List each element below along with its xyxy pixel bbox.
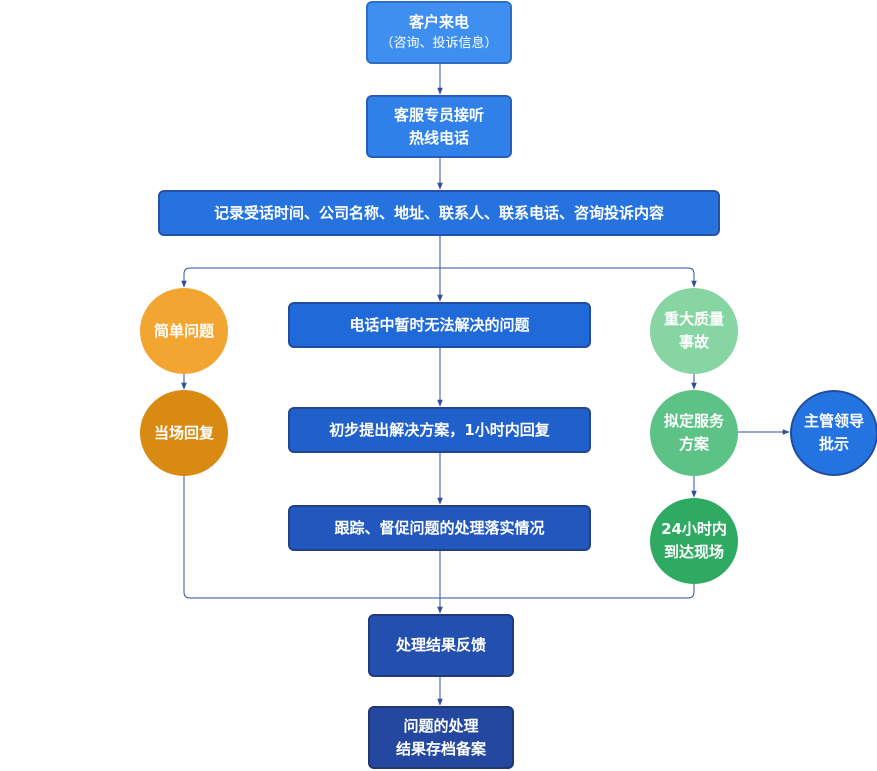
agent-answer-line2: 热线电话 xyxy=(408,128,469,147)
result-feedback-label: 处理结果反馈 xyxy=(395,636,486,654)
draft-plan-line1: 拟定服务 xyxy=(663,412,724,430)
customer-call-node: 客户来电 （咨询、投诉信息） xyxy=(366,1,512,64)
draft-plan-line2: 方案 xyxy=(678,435,709,453)
archive-node: 问题的处理 结果存档备案 xyxy=(368,706,514,769)
manager-approval-line1: 主管领导 xyxy=(803,412,864,430)
onsite-reply-node: 当场回复 xyxy=(140,390,228,476)
track-supervise-node: 跟踪、督促问题的处理落实情况 xyxy=(288,505,591,551)
track-supervise-label: 跟踪、督促问题的处理落实情况 xyxy=(334,518,545,537)
archive-line1: 问题的处理 xyxy=(403,716,479,735)
agent-answer-node: 客服专员接听 热线电话 xyxy=(366,95,512,158)
major-incident-node: 重大质量 事故 xyxy=(650,288,738,374)
customer-call-title: 客户来电 xyxy=(408,13,469,31)
customer-call-subtitle: （咨询、投诉信息） xyxy=(380,36,498,51)
manager-approval-line2: 批示 xyxy=(818,435,849,453)
split-left-branch xyxy=(181,267,440,288)
merge-right-branch xyxy=(440,584,695,599)
record-info-label: 记录受话时间、公司名称、地址、联系人、联系电话、咨询投诉内容 xyxy=(213,203,664,222)
manager-approval-node: 主管领导 批示 xyxy=(790,390,877,476)
record-info-node: 记录受话时间、公司名称、地址、联系人、联系电话、咨询投诉内容 xyxy=(158,190,720,236)
arrive-24h-node: 24小时内 到达现场 xyxy=(650,498,738,584)
simple-issue-node: 简单问题 xyxy=(140,288,228,374)
simple-issue-label: 简单问题 xyxy=(153,321,214,340)
onsite-reply-label: 当场回复 xyxy=(153,423,214,442)
merge-left-branch xyxy=(183,476,440,599)
split-right-branch xyxy=(440,267,697,288)
major-incident-line1: 重大质量 xyxy=(663,310,724,328)
draft-plan-node: 拟定服务 方案 xyxy=(650,390,738,476)
major-incident-line2: 事故 xyxy=(678,333,709,351)
initial-solution-label: 初步提出解决方案，1小时内回复 xyxy=(329,420,550,439)
arrive-24h-line1: 24小时内 xyxy=(661,520,727,538)
result-feedback-node: 处理结果反馈 xyxy=(368,614,514,677)
agent-answer-line1: 客服专员接听 xyxy=(393,105,484,124)
archive-line2: 结果存档备案 xyxy=(395,739,486,758)
initial-solution-node: 初步提出解决方案，1小时内回复 xyxy=(288,407,591,453)
arrive-24h-line2: 到达现场 xyxy=(663,543,724,561)
unsolved-issue-label: 电话中暂时无法解决的问题 xyxy=(349,315,530,334)
unsolved-issue-node: 电话中暂时无法解决的问题 xyxy=(288,302,591,348)
